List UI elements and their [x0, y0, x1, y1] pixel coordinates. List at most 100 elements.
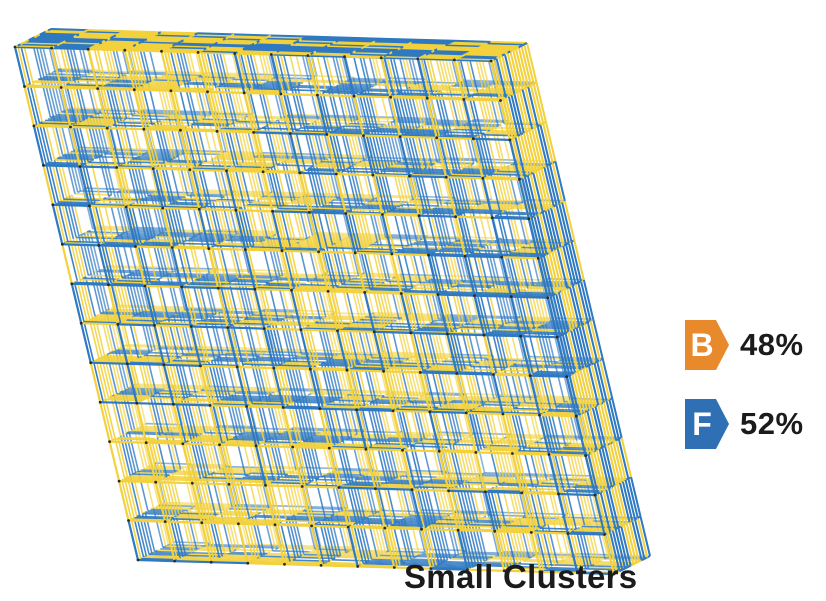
interior-bond: [378, 284, 416, 288]
interior-bond: [443, 448, 455, 489]
interior-bond: [322, 204, 360, 208]
interior-bond: [498, 371, 510, 412]
interior-bond: [130, 519, 142, 559]
interior-bond: [404, 446, 409, 450]
interior-bond: [139, 312, 177, 316]
interior-bond: [222, 442, 259, 446]
interior-bond: [509, 366, 521, 406]
interior-bond: [315, 366, 327, 406]
interior-bond: [45, 163, 57, 204]
interior-bond: [482, 290, 520, 294]
interior-bond: [406, 290, 418, 331]
interior-bond: [305, 326, 317, 367]
interior-bond: [133, 429, 145, 469]
interior-bond: [429, 524, 440, 565]
interior-bond: [113, 394, 151, 398]
interior-bond: [180, 242, 218, 246]
interior-bond: [203, 521, 215, 561]
interior-bond: [114, 438, 126, 479]
interior-bond: [345, 325, 383, 329]
interior-bond: [544, 412, 556, 452]
interior-bond: [377, 172, 389, 212]
interior-bond: [192, 280, 230, 284]
interior-bond: [225, 510, 237, 550]
interior-bond: [426, 526, 438, 566]
interior-bond: [396, 251, 408, 291]
interior-bond: [68, 83, 80, 123]
interior-bond: [398, 92, 410, 133]
interior-bond: [208, 361, 220, 402]
interior-bond: [258, 353, 263, 357]
interior-bond: [309, 121, 313, 125]
interior-bond: [217, 470, 254, 473]
interior-bond: [383, 393, 388, 397]
interior-bond: [326, 247, 338, 288]
interior-bond: [273, 390, 278, 394]
interior-bond: [38, 123, 50, 163]
interior-bond: [121, 479, 133, 520]
interior-bond: [240, 207, 252, 248]
interior-bond: [471, 410, 483, 450]
interior-bond: [454, 329, 466, 370]
interior-bond: [235, 322, 273, 326]
interior-bond: [283, 205, 321, 208]
interior-bond: [167, 205, 179, 245]
interior-bond: [99, 87, 111, 127]
interior-bond: [314, 322, 352, 325]
interior-bond: [506, 254, 518, 295]
interior-bond: [360, 161, 372, 202]
interior-bond: [108, 196, 120, 236]
interior-bond: [389, 525, 401, 565]
interior-bond: [507, 411, 519, 451]
interior-bond: [243, 205, 255, 246]
interior-bond: [419, 485, 431, 526]
interior-bond: [433, 250, 438, 254]
interior-bond: [471, 95, 483, 135]
interior-bond: [35, 124, 47, 165]
interior-bond: [186, 508, 191, 512]
interior-bond: [494, 240, 506, 281]
interior-bond: [117, 437, 129, 478]
interior-bond: [572, 530, 584, 571]
interior-bond: [184, 442, 196, 482]
interior-bond: [296, 85, 308, 126]
interior-bond: [100, 243, 112, 284]
interior-bond: [32, 82, 43, 122]
interior-bond: [376, 241, 388, 282]
interior-bond: [490, 488, 501, 529]
interior-bond: [224, 441, 236, 482]
interior-bond: [314, 118, 319, 122]
interior-bond: [502, 438, 514, 479]
interior-bond: [442, 291, 454, 332]
interior-bond: [332, 288, 344, 329]
interior-bond: [353, 435, 365, 476]
interior-bond: [105, 84, 117, 125]
interior-bond: [130, 361, 167, 365]
interior-bond: [322, 519, 360, 523]
interior-bond: [197, 391, 209, 432]
interior-bond: [422, 124, 459, 128]
interior-bond: [138, 244, 175, 247]
interior-bond: [73, 124, 110, 128]
interior-bond: [94, 203, 106, 243]
interior-bond: [299, 399, 311, 439]
interior-bond: [464, 369, 476, 409]
interior-bond: [198, 322, 210, 362]
interior-bond: [410, 445, 422, 486]
interior-bond: [106, 352, 111, 356]
interior-bond: [519, 203, 531, 244]
interior-bond: [243, 520, 255, 561]
interior-bond: [517, 450, 529, 491]
interior-bond: [302, 169, 306, 173]
interior-bond: [456, 486, 468, 527]
interior-bond: [252, 516, 289, 519]
interior-bond: [497, 214, 508, 255]
interior-bond: [491, 330, 503, 371]
interior-bond: [230, 482, 242, 523]
interior-bond: [170, 203, 182, 244]
interior-bond: [319, 118, 331, 158]
interior-bond: [310, 165, 314, 169]
interior-bond: [353, 524, 364, 564]
interior-bond: [194, 166, 206, 207]
